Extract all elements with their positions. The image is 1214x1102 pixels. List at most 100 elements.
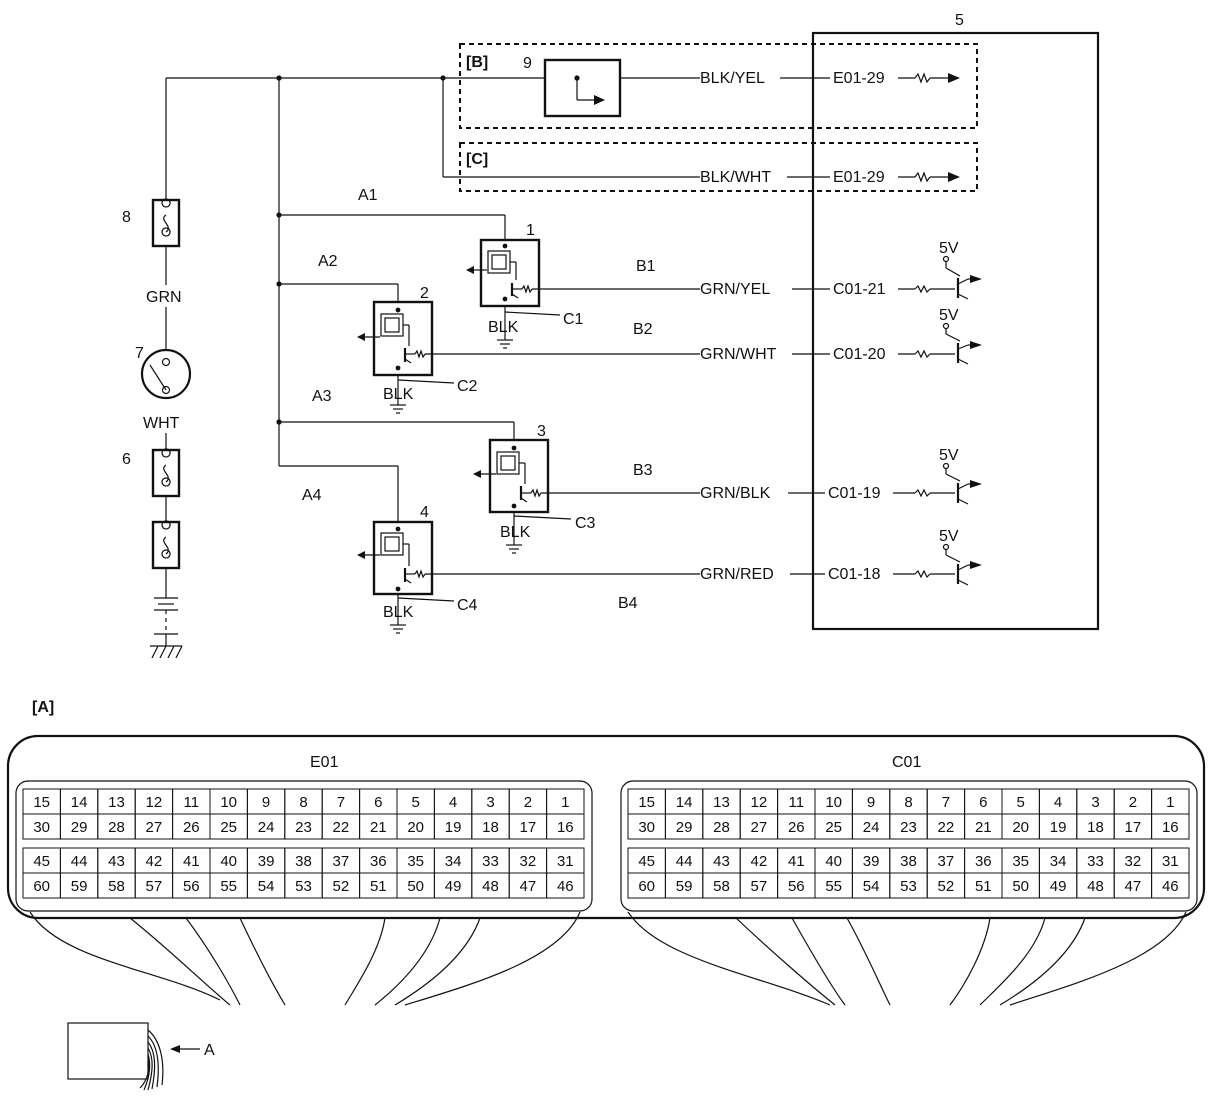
fuse-8-number: 8 <box>122 209 131 226</box>
pin-number: 17 <box>1125 819 1142 836</box>
pin-number: 60 <box>638 878 655 895</box>
signal-b1: B1 <box>636 258 656 275</box>
connector-housing <box>6 734 1206 920</box>
pin-number: 18 <box>1087 819 1104 836</box>
pin-cell <box>1151 813 1190 840</box>
section-a-label: [A] <box>32 699 54 716</box>
feed-a1: A1 <box>358 187 378 204</box>
pin-number: 30 <box>638 819 655 836</box>
pin-number: 19 <box>445 819 462 836</box>
ignition-switch-7 <box>140 348 192 400</box>
pin-number: 39 <box>258 853 275 870</box>
pin-number: 37 <box>333 853 350 870</box>
pin-number: 54 <box>258 878 275 895</box>
signal-b4: B4 <box>618 595 638 612</box>
pin-number: 32 <box>520 853 537 870</box>
pin-number: 15 <box>33 794 50 811</box>
pin-number: 16 <box>1162 819 1179 836</box>
pin-number: 51 <box>975 878 992 895</box>
wire-color-blk-wht: BLK/WHT <box>700 169 771 186</box>
pin-number: 21 <box>975 819 992 836</box>
connector-illustration <box>67 1022 200 1091</box>
feed-a3: A3 <box>312 388 332 405</box>
pin-number: 14 <box>71 794 88 811</box>
pin-number: 20 <box>407 819 424 836</box>
pin-number: 40 <box>825 853 842 870</box>
fuse-6-number: 6 <box>122 451 131 468</box>
terminal-c01-20: C01-20 <box>833 346 886 363</box>
pin-number: 59 <box>71 878 88 895</box>
pin-number: 24 <box>258 819 275 836</box>
pin-number: 38 <box>900 853 917 870</box>
terminal-c01-21: C01-21 <box>833 281 886 298</box>
pin-number: 53 <box>295 878 312 895</box>
pin-number: 50 <box>1012 878 1029 895</box>
power-bus <box>165 75 700 466</box>
signal-b2: B2 <box>633 321 653 338</box>
wire-color-grn-blk: GRN/BLK <box>700 485 771 502</box>
pin-number: 26 <box>183 819 200 836</box>
sensor-2 <box>357 300 434 377</box>
pin-number: 58 <box>108 878 125 895</box>
pin-number: 25 <box>825 819 842 836</box>
pin-number: 17 <box>520 819 537 836</box>
pin-number: 14 <box>676 794 693 811</box>
pin-number: 22 <box>333 819 350 836</box>
pin-number: 19 <box>1050 819 1067 836</box>
ecm-transistor-3: 5V <box>893 447 982 505</box>
ground-1 <box>497 339 513 349</box>
pin-number: 4 <box>1054 794 1062 811</box>
pin-number: 29 <box>71 819 88 836</box>
pin-number: 56 <box>788 878 805 895</box>
pin-number: 58 <box>713 878 730 895</box>
pin-number: 13 <box>108 794 125 811</box>
pin-number: 42 <box>751 853 768 870</box>
ground-wire-1: BLK <box>488 319 519 336</box>
part-9-relay <box>543 58 700 118</box>
pin-number: 41 <box>183 853 200 870</box>
pin-number: 25 <box>220 819 237 836</box>
ecm-transistor-1: 5V <box>898 240 982 300</box>
terminal-c01-18: C01-18 <box>828 566 881 583</box>
pin-number: 46 <box>1162 878 1179 895</box>
pin-number: 15 <box>638 794 655 811</box>
pin-number: 59 <box>676 878 693 895</box>
pin-cell <box>546 813 585 840</box>
fuse-6 <box>151 448 181 498</box>
pin-number: 43 <box>108 853 125 870</box>
pin-number: 3 <box>486 794 494 811</box>
wire-color-grn-wht: GRN/WHT <box>700 346 777 363</box>
pin-number: 33 <box>482 853 499 870</box>
pin-number: 29 <box>676 819 693 836</box>
sensor-4 <box>357 520 434 596</box>
pin-number: 7 <box>337 794 345 811</box>
pin-number: 33 <box>1087 853 1104 870</box>
pin-number: 3 <box>1091 794 1099 811</box>
pin-number: 52 <box>333 878 350 895</box>
pin-number: 39 <box>863 853 880 870</box>
ground-wire-4: BLK <box>383 604 414 621</box>
pin-number: 28 <box>713 819 730 836</box>
pin-number: 37 <box>938 853 955 870</box>
ground-3 <box>506 544 522 554</box>
pin-number: 18 <box>482 819 499 836</box>
pin-number: 16 <box>557 819 574 836</box>
ecm-transistor-4: 5V <box>893 528 982 586</box>
switch-7-number: 7 <box>135 345 144 362</box>
pin-number: 2 <box>1129 794 1137 811</box>
pin-number: 46 <box>557 878 574 895</box>
svg-text:5V: 5V <box>939 240 959 257</box>
pin-number: 56 <box>183 878 200 895</box>
pin-number: 12 <box>146 794 163 811</box>
box-b <box>459 43 978 129</box>
pin-number: 53 <box>900 878 917 895</box>
pin-number: 23 <box>900 819 917 836</box>
sensor-3 <box>473 438 550 514</box>
terminal-e01-29-b: E01-29 <box>833 70 885 87</box>
connector-c01-name: C01 <box>892 754 921 771</box>
ground-c4: C4 <box>457 597 478 614</box>
pin-number: 5 <box>1017 794 1025 811</box>
pin-number: 45 <box>638 853 655 870</box>
pin-number: 31 <box>1162 853 1179 870</box>
